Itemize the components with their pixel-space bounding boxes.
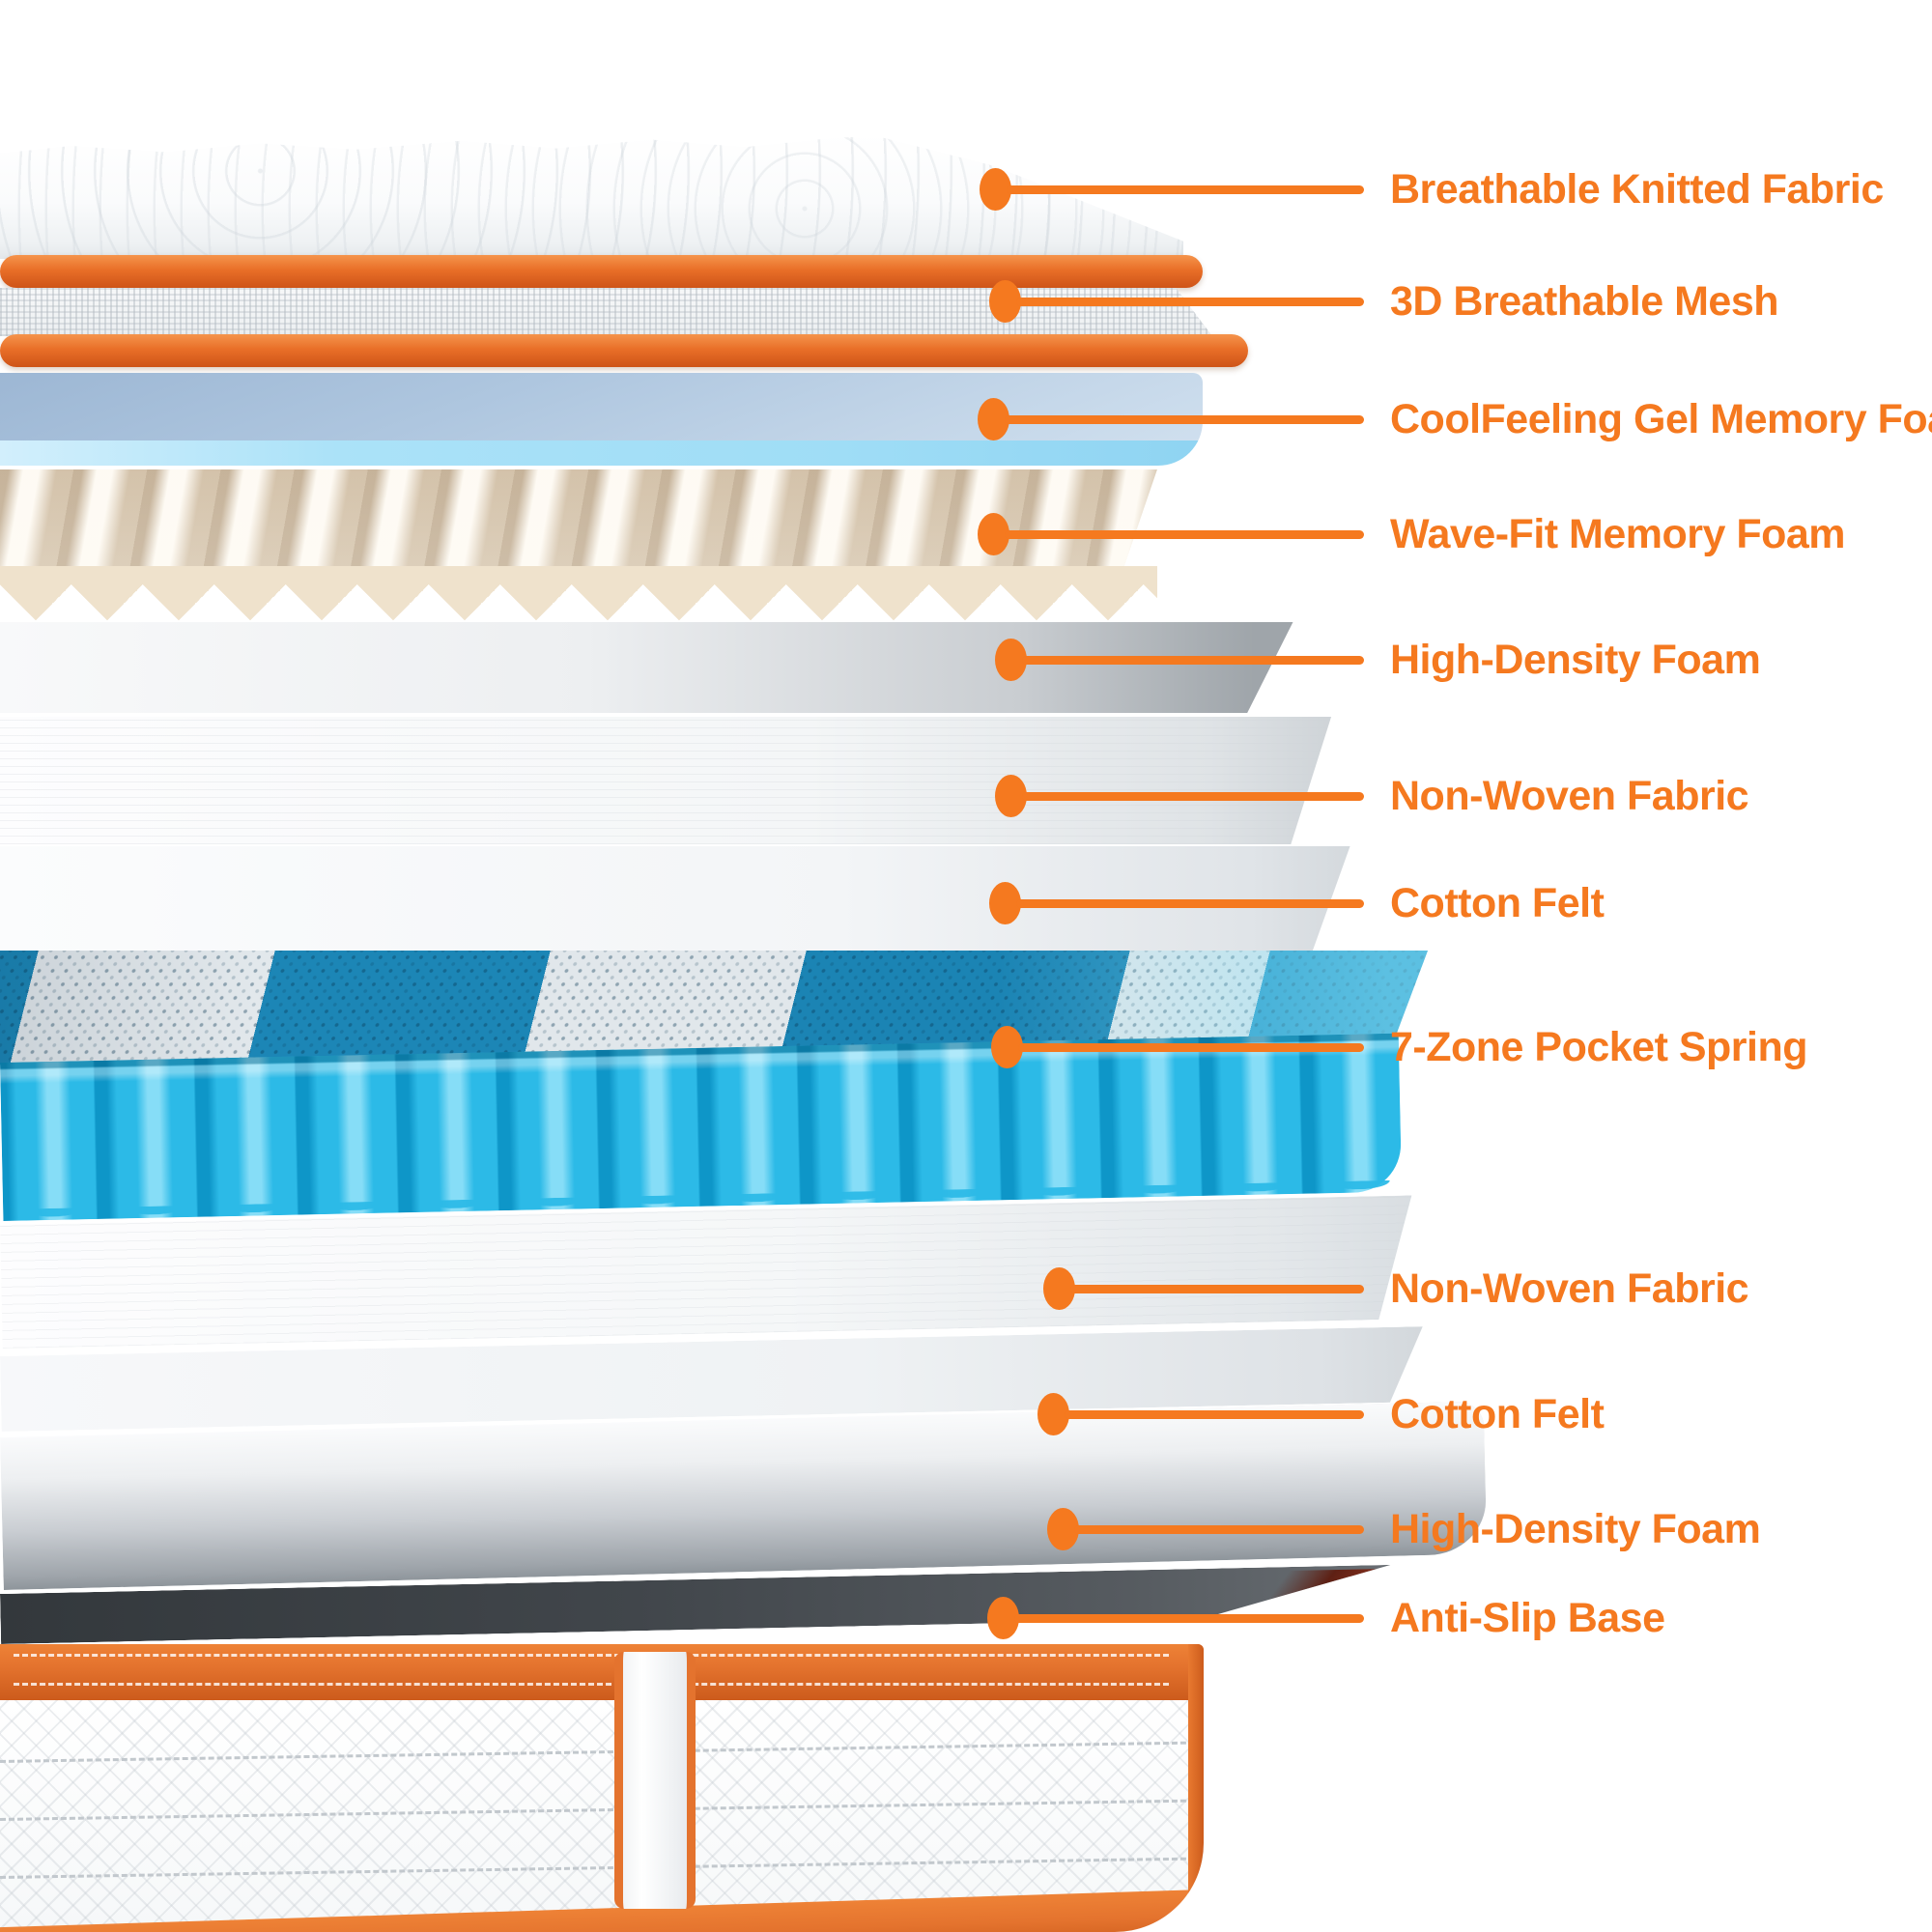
layer-label: High-Density Foam (1390, 636, 1761, 683)
callout-wave-fit-memory-foam: Wave-Fit Memory Foam (978, 510, 1846, 557)
wave-foam-ridges (0, 469, 1157, 572)
callout-3d-breathable-mesh: 3D Breathable Mesh (989, 277, 1779, 325)
base-handle-strap (614, 1652, 696, 1909)
callout-dot-icon (978, 513, 1009, 555)
callout-anti-slip-base: Anti-Slip Base (987, 1594, 1665, 1641)
callout-line (1016, 297, 1364, 306)
callout-gel-memory-foam: CoolFeeling Gel Memory Foam (978, 395, 1932, 442)
quilt-seam (0, 1857, 1204, 1879)
callout-line (1018, 1042, 1364, 1052)
callout-line (1074, 1524, 1364, 1534)
callout-dot-icon (995, 775, 1027, 817)
callout-dot-icon (989, 280, 1021, 323)
callout-line (1007, 185, 1364, 194)
quilt-seam (0, 1799, 1204, 1821)
layer-label: Cotton Felt (1390, 1390, 1605, 1437)
callout-high-density-foam-upper: High-Density Foam (995, 636, 1761, 683)
callout-non-woven-fabric-lower: Non-Woven Fabric (1043, 1264, 1749, 1312)
layer-label: 3D Breathable Mesh (1390, 277, 1779, 325)
callout-7-zone-pocket-spring: 7-Zone Pocket Spring (991, 1023, 1808, 1070)
callout-line (1022, 655, 1364, 665)
callout-breathable-knitted-fabric: Breathable Knitted Fabric (980, 165, 1884, 213)
layer-label: Breathable Knitted Fabric (1390, 165, 1884, 213)
callout-line (1016, 898, 1364, 908)
layer-label: Non-Woven Fabric (1390, 772, 1749, 819)
layer-label: Non-Woven Fabric (1390, 1264, 1749, 1312)
callout-dot-icon (1043, 1267, 1075, 1310)
callout-line (1014, 1613, 1364, 1623)
callout-high-density-foam-lower: High-Density Foam (1047, 1505, 1761, 1552)
callout-dot-icon (991, 1026, 1023, 1068)
wave-foam-teeth (0, 566, 1157, 620)
layer-non-woven-fabric-upper (0, 717, 1332, 844)
mattress-base-encasement (0, 1644, 1204, 1932)
callout-line (1005, 414, 1364, 424)
quilt-seam (0, 1741, 1204, 1763)
callout-cotton-felt-lower: Cotton Felt (1037, 1390, 1605, 1437)
callout-non-woven-fabric-upper: Non-Woven Fabric (995, 772, 1749, 819)
layer-wave-fit-memory-foam (0, 469, 1169, 622)
callout-dot-icon (978, 398, 1009, 440)
callout-dot-icon (1047, 1508, 1079, 1550)
layer-label: CoolFeeling Gel Memory Foam (1390, 395, 1932, 442)
layer-label: Anti-Slip Base (1390, 1594, 1665, 1641)
layer-label: Wave-Fit Memory Foam (1390, 510, 1846, 557)
stitch-line (14, 1683, 1170, 1686)
base-orange-band-top (0, 1644, 1204, 1700)
gel-foam-front-edge (0, 440, 1203, 466)
callout-dot-icon (995, 639, 1027, 681)
callout-line (1022, 791, 1364, 801)
callout-line (1065, 1409, 1364, 1419)
callout-cotton-felt-upper: Cotton Felt (989, 879, 1605, 926)
layer-label: 7-Zone Pocket Spring (1390, 1023, 1808, 1070)
base-quilted-side (0, 1700, 1204, 1932)
callout-dot-icon (980, 168, 1011, 211)
stitch-line (14, 1654, 1170, 1657)
callout-line (1005, 529, 1364, 539)
layer-label: High-Density Foam (1390, 1505, 1761, 1552)
layer-high-density-foam-upper (0, 622, 1293, 713)
orange-piping-bottom (0, 334, 1248, 367)
callout-dot-icon (1037, 1393, 1069, 1435)
callout-line (1070, 1284, 1364, 1293)
callout-dot-icon (987, 1597, 1019, 1639)
layer-label: Cotton Felt (1390, 879, 1605, 926)
base-right-piping (1188, 1644, 1204, 1932)
callout-dot-icon (989, 882, 1021, 924)
